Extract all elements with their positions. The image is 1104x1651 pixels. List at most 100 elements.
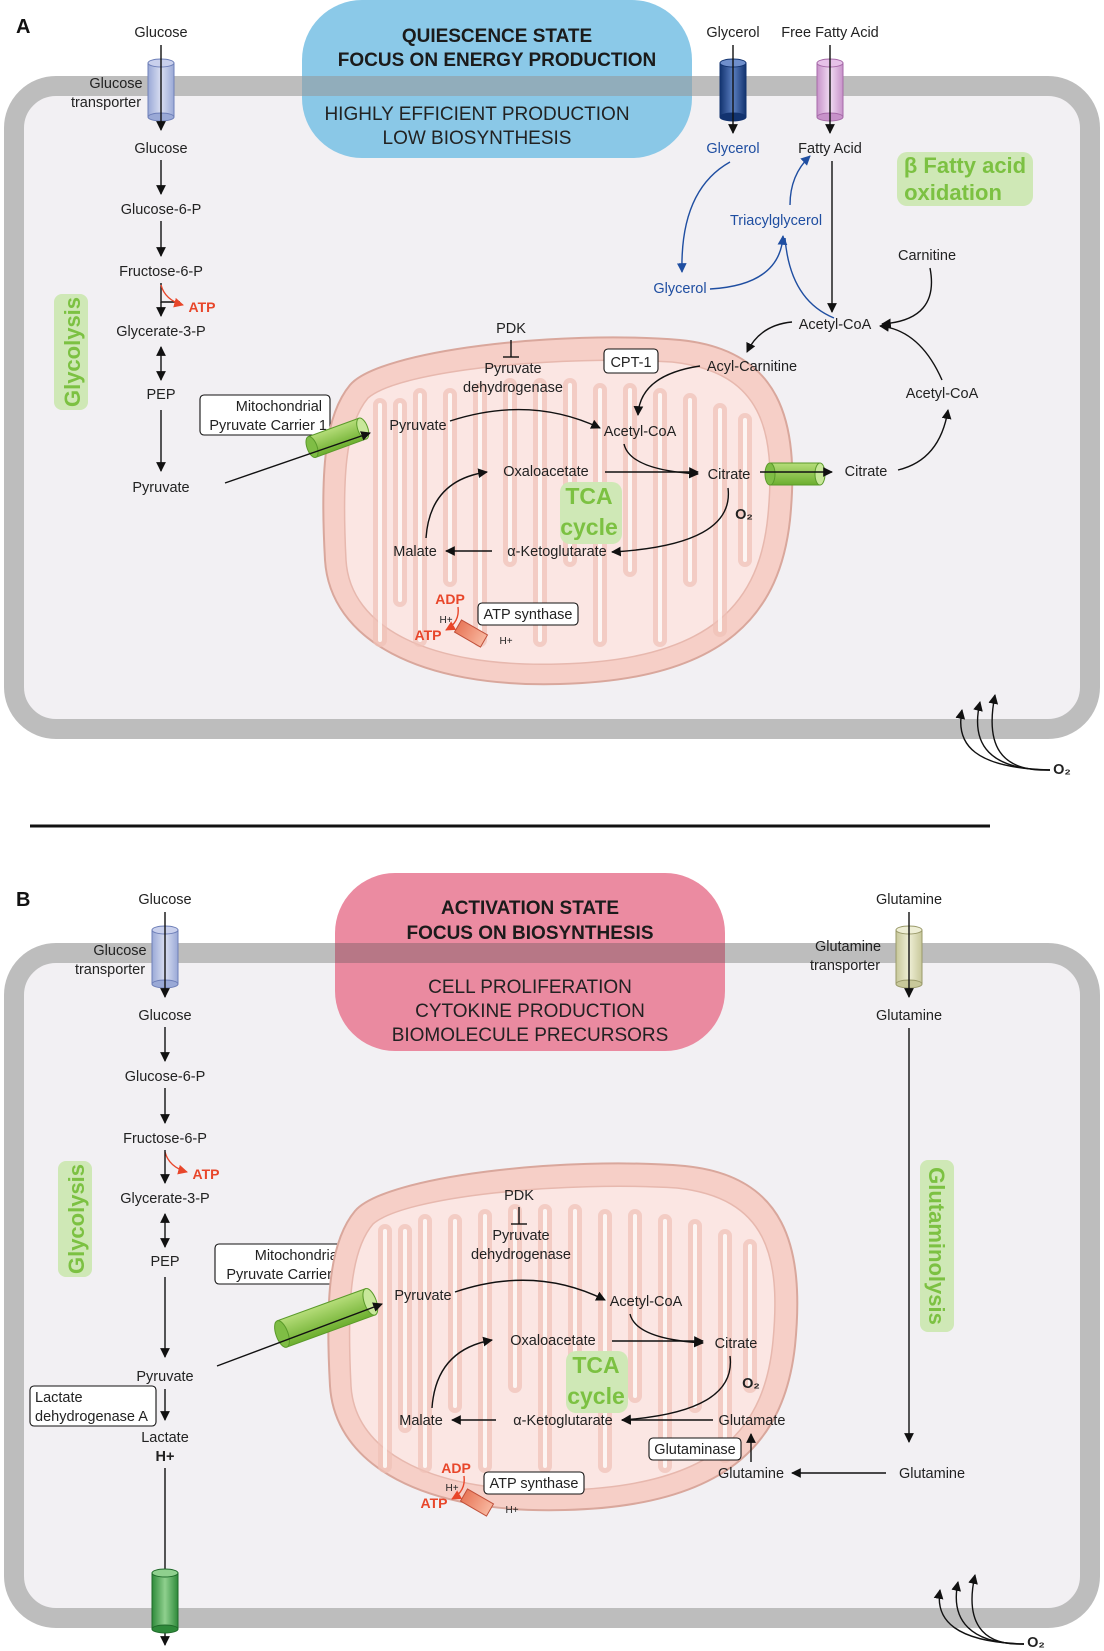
ldha-label2-b: dehydrogenase A	[35, 1409, 148, 1425]
panel-a-letter: A	[16, 16, 30, 38]
glucose-in-a: Glucose	[134, 141, 187, 157]
glucose-transporter-label2-b: transporter	[75, 962, 145, 978]
state-line3-b: BIOMOLECULE PRECURSORS	[392, 1025, 669, 1046]
glutamine-transporter-label1-b: Glutamine	[815, 939, 881, 955]
mpc-box-a	[199, 394, 331, 436]
cpt1-box-a	[603, 348, 659, 374]
state-focus-b: FOCUS ON BIOSYNTHESIS	[406, 923, 653, 944]
citrate-cyto-a: Citrate	[845, 464, 888, 480]
atp-mito-b: ATP	[421, 1495, 448, 1511]
pep-b: PEP	[150, 1254, 179, 1270]
acetylcoa-cyto-a: Acetyl-CoA	[906, 386, 979, 402]
triacylglycerol-a: Triacylglycerol	[730, 213, 822, 229]
ldha-label1-b: Lactate	[35, 1390, 83, 1406]
akg-a: α-Ketoglutarate	[507, 544, 606, 560]
carnitine-a: Carnitine	[898, 248, 956, 264]
glutamine-transporter-label2-b: transporter	[810, 958, 880, 974]
atp-glycolysis-b: ATP	[193, 1166, 220, 1182]
f6p-a: Fructose-6-P	[119, 264, 203, 280]
state-bubble-b: ACTIVATION STATE FOCUS ON BIOSYNTHESIS C…	[335, 873, 725, 1051]
tca-label1-b: TCA	[572, 1352, 619, 1378]
pyruvate-mito-a: Pyruvate	[389, 418, 446, 434]
citrate-mito-b: Citrate	[715, 1336, 758, 1352]
mpc-cylinder-b	[274, 1288, 379, 1348]
hplus2-a: H+	[499, 636, 512, 647]
lactate-b: Lactate	[141, 1430, 189, 1446]
adp-b: ADP	[441, 1460, 471, 1476]
glycolysis-label-a: Glycolysis	[60, 297, 85, 407]
panel-b: B ACTIVATION STATE FOCUS ON BIOSYNTHESIS…	[4, 873, 1100, 1651]
o2-mito-a: O₂	[735, 507, 753, 523]
glutamine-out-b: Glutamine	[876, 892, 942, 908]
glucose-transporter-label2-a: transporter	[71, 95, 141, 111]
malate-a: Malate	[393, 544, 437, 560]
atp-glycolysis-a: ATP	[189, 299, 216, 315]
atp-synthase-a	[453, 619, 489, 648]
adp-a: ADP	[435, 591, 465, 607]
glutaminase-b: Glutaminase	[654, 1442, 735, 1458]
state-line2-b: CYTOKINE PRODUCTION	[415, 1001, 645, 1022]
glucose-transporter-label1-b: Glucose	[93, 943, 146, 959]
glycerol-low-a: Glycerol	[653, 281, 706, 297]
glutaminolysis-label-b: Glutaminolysis	[924, 1167, 949, 1325]
f6p-b: Fructose-6-P	[123, 1131, 207, 1147]
pdh-label2-a: dehydrogenase	[463, 380, 563, 396]
tca-label2-a: cycle	[560, 514, 618, 540]
g6p-b: Glucose-6-P	[125, 1069, 206, 1085]
glycerol-out-a: Glycerol	[706, 25, 759, 41]
atp-mito-a: ATP	[415, 627, 442, 643]
pyruvate-cyto-a: Pyruvate	[132, 480, 189, 496]
state-bubble-a: QUIESCENCE STATE FOCUS ON ENERGY PRODUCT…	[302, 0, 692, 158]
glucose-out-a: Glucose	[134, 25, 187, 41]
lactate-transporter-b	[151, 1568, 179, 1634]
mpc-label1-a: Mitochondrial	[236, 399, 322, 415]
hplus-lactate-b: H+	[156, 1449, 175, 1465]
pdk-a: PDK	[496, 321, 526, 337]
o2-mito-b: O₂	[742, 1376, 760, 1392]
glutamine-low-b: Glutamine	[899, 1466, 965, 1482]
pdk-b: PDK	[504, 1188, 534, 1204]
state-line2-a: LOW BIOSYNTHESIS	[383, 128, 572, 149]
o2-entry-b	[933, 1574, 1025, 1645]
glycolysis-label-b: Glycolysis	[64, 1164, 89, 1274]
mpc-label2-a: Pyruvate Carrier 1	[209, 418, 327, 434]
glutamine-mito-b: Glutamine	[718, 1466, 784, 1482]
beta-fao-label1-a: β Fatty acid	[904, 153, 1026, 178]
beta-fao-label2-a: oxidation	[904, 180, 1002, 205]
cpt1-a: CPT-1	[610, 355, 651, 371]
state-focus-a: FOCUS ON ENERGY PRODUCTION	[338, 50, 656, 71]
glycerol-in-a: Glycerol	[706, 141, 759, 157]
o2-out-b: O₂	[1027, 1635, 1045, 1651]
glucose-out-b: Glucose	[138, 892, 191, 908]
panel-b-letter: B	[16, 889, 30, 911]
atp-synthase-label-b: ATP synthase	[490, 1476, 579, 1492]
pyruvate-cyto-b: Pyruvate	[136, 1369, 193, 1385]
atp-synthase-label-a: ATP synthase	[484, 607, 573, 623]
hplus1-b: H+	[445, 1483, 458, 1494]
glutamine-in-b: Glutamine	[876, 1008, 942, 1024]
oxaloacetate-a: Oxaloacetate	[503, 464, 588, 480]
tca-label1-a: TCA	[565, 483, 612, 509]
o2-out-a: O₂	[1053, 762, 1071, 778]
mitochondrion-a	[322, 336, 794, 686]
pep-a: PEP	[146, 387, 175, 403]
state-title-a: QUIESCENCE STATE	[402, 26, 592, 47]
atp-synthase-box-b	[483, 1471, 585, 1495]
acyl-carnitine-a: Acyl-Carnitine	[707, 359, 797, 375]
hplus1-a: H+	[439, 615, 452, 626]
tca-label2-b: cycle	[567, 1383, 625, 1409]
glucose-transporter-label1-a: Glucose	[89, 76, 142, 92]
ldha-box-b	[29, 1385, 157, 1427]
acetylcoa-top-a: Acetyl-CoA	[799, 317, 872, 333]
hplus2-b: H+	[505, 1505, 518, 1516]
mpc-label1-b: Mitochondrial	[255, 1248, 341, 1264]
pdh-label1-a: Pyruvate	[484, 361, 541, 377]
malate-b: Malate	[399, 1413, 443, 1429]
glucose-in-b: Glucose	[138, 1008, 191, 1024]
citrate-mito-a: Citrate	[708, 467, 751, 483]
acetylcoa-mito-b: Acetyl-CoA	[610, 1294, 683, 1310]
acetylcoa-mito-a: Acetyl-CoA	[604, 424, 677, 440]
pdh-label1-b: Pyruvate	[492, 1228, 549, 1244]
g3p-a: Glycerate-3-P	[116, 324, 205, 340]
pyruvate-mito-b: Pyruvate	[394, 1288, 451, 1304]
